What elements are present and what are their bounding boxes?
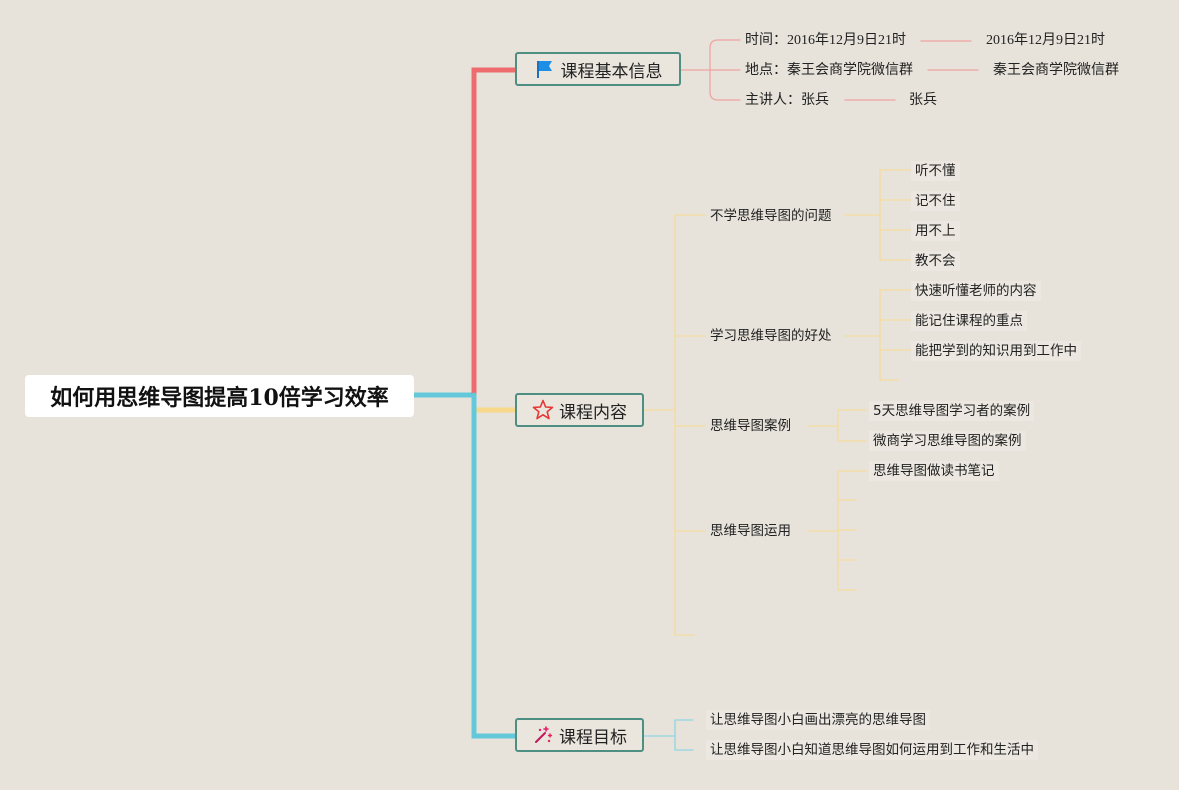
topic-cases[interactable]: 思维导图案例 — [710, 418, 791, 434]
topic-cases-child[interactable]: 5天思维导图学习者的案例 — [869, 401, 1035, 421]
topic-usage-child[interactable]: 思维导图做读书笔记 — [869, 461, 999, 481]
goal-item[interactable]: 让思维导图小白知道思维导图如何运用到工作和生活中 — [706, 740, 1038, 760]
branch-course-info[interactable]: 课程基本信息 — [515, 52, 681, 86]
info-time-value[interactable]: 2016年12月9日21时 — [986, 33, 1105, 48]
topic-problems[interactable]: 不学思维导图的问题 — [710, 208, 832, 224]
branch-label: 课程基本信息 — [560, 61, 663, 82]
root-node[interactable]: 如何用思维导图提高10倍学习效率 — [25, 375, 414, 417]
topic-problems-child[interactable]: 教不会 — [911, 251, 960, 271]
info-speaker-value[interactable]: 张兵 — [909, 93, 937, 108]
topic-benefits-child[interactable]: 能记住课程的重点 — [911, 311, 1027, 331]
info-location[interactable]: 地点：秦王会商学院微信群 — [745, 63, 913, 78]
info-location-value[interactable]: 秦王会商学院微信群 — [993, 63, 1119, 78]
branch-course-goal[interactable]: 课程目标 — [515, 718, 644, 752]
root-title: 如何用思维导图提高10倍学习效率 — [50, 385, 389, 411]
branch-label: 课程内容 — [559, 402, 627, 423]
blue-flag-icon — [534, 58, 556, 80]
topic-problems-child[interactable]: 用不上 — [911, 221, 960, 241]
topic-usage[interactable]: 思维导图运用 — [710, 523, 791, 539]
topic-benefits[interactable]: 学习思维导图的好处 — [710, 328, 832, 344]
topic-cases-child[interactable]: 微商学习思维导图的案例 — [869, 431, 1026, 451]
topic-problems-child[interactable]: 记不住 — [911, 191, 960, 211]
topic-problems-child[interactable]: 听不懂 — [911, 161, 960, 181]
branch-course-content[interactable]: 课程内容 — [515, 393, 644, 427]
topic-benefits-child[interactable]: 能把学到的知识用到工作中 — [911, 341, 1081, 361]
topic-benefits-child[interactable]: 快速听懂老师的内容 — [911, 281, 1041, 301]
branch-label: 课程目标 — [559, 727, 627, 748]
goal-item[interactable]: 让思维导图小白画出漂亮的思维导图 — [706, 710, 930, 730]
magic-wand-icon — [532, 724, 554, 746]
info-speaker[interactable]: 主讲人：张兵 — [745, 93, 829, 108]
star-outline-icon — [532, 399, 554, 421]
info-time[interactable]: 时间：2016年12月9日21时 — [745, 33, 906, 48]
